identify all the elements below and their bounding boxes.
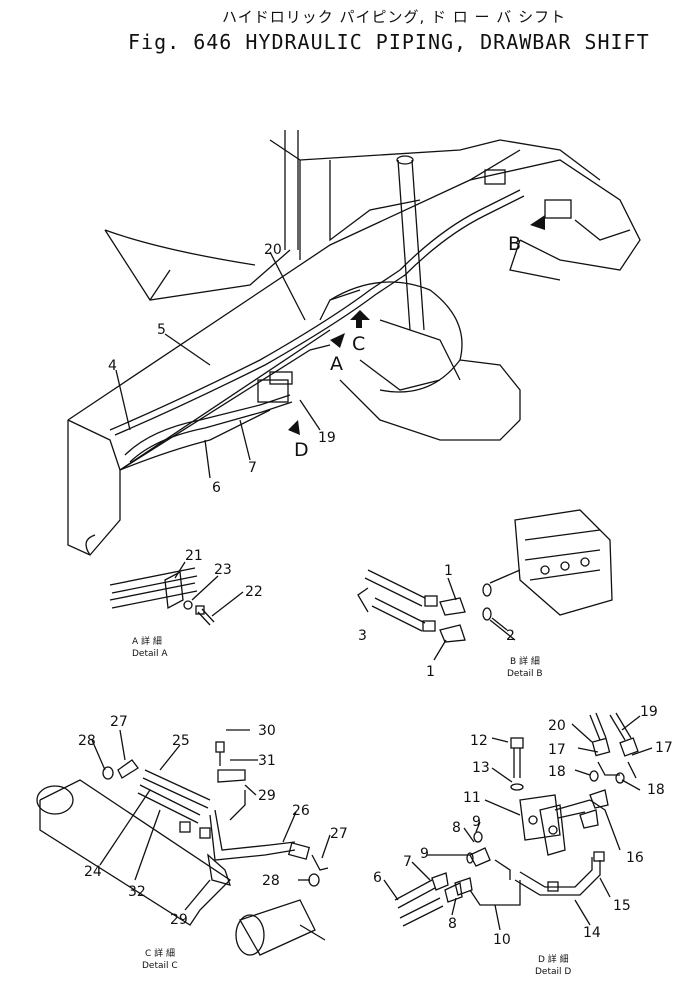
callout-29-upper: 29 [258,788,276,804]
view-label-a: A [330,353,343,375]
callout-4: 4 [108,358,117,374]
detail-a-caption-jp: A 詳 細 [132,635,162,647]
callout-17-left: 17 [548,742,566,758]
view-label-d: D [294,439,309,461]
callout-18-right: 18 [647,782,665,798]
callout-15: 15 [613,898,631,914]
callout-20: 20 [264,242,282,258]
figure-title-japanese: ハイドロリック パイピング, ド ロ ー バ シフト [222,8,567,26]
callout-1-upper: 1 [444,563,453,579]
view-arrow-d [288,420,300,435]
detail-d-caption-jp: D 詳 細 [538,953,569,965]
callout-24: 24 [84,864,102,880]
view-arrow-c [350,310,370,328]
callout-26: 26 [292,803,310,819]
callout-6-detail: 6 [373,870,382,886]
callout-30: 30 [258,723,276,739]
callout-20-detail: 20 [548,718,566,734]
callout-19: 19 [318,430,336,446]
callout-8-lower: 8 [448,916,457,932]
callout-28-left: 28 [78,733,96,749]
callout-18-left: 18 [548,764,566,780]
callout-2: 2 [506,628,515,644]
callout-10: 10 [493,932,511,948]
callout-25: 25 [172,733,190,749]
callout-9-upper: 9 [472,814,481,830]
callout-22: 22 [245,584,263,600]
callout-8-upper: 8 [452,820,461,836]
detail-c-caption-jp: C 詳 細 [145,947,175,959]
callout-9-lower: 9 [420,846,429,862]
view-arrow-b [530,215,545,230]
callout-21: 21 [185,548,203,564]
callout-29-lower: 29 [170,912,188,928]
callout-31: 31 [258,753,276,769]
callout-16: 16 [626,850,644,866]
detail-b-caption: Detail B [507,669,543,679]
detail-b-caption-jp: B 詳 細 [510,655,540,667]
detail-d-drawing [383,712,653,931]
view-label-b: B [508,233,521,255]
callout-19-detail: 19 [640,704,658,720]
callout-1-lower: 1 [426,664,435,680]
detail-a-drawing [109,561,244,626]
callout-32: 32 [128,884,146,900]
callout-6: 6 [212,480,221,496]
detail-c-caption: Detail C [142,961,178,971]
callout-14: 14 [583,925,601,941]
figure-title: Fig. 646 HYDRAULIC PIPING, DRAWBAR SHIFT [128,30,650,54]
callout-17-right: 17 [655,740,673,756]
detail-c-drawing [36,729,331,956]
callout-3: 3 [358,628,367,644]
callout-27-right: 27 [330,826,348,842]
callout-7: 7 [248,460,257,476]
view-arrow-a [330,333,345,348]
callout-11: 11 [463,790,481,806]
main-assembly-drawing [67,130,641,556]
detail-b-drawing [357,509,613,661]
callout-27-left: 27 [110,714,128,730]
detail-d-caption: Detail D [535,967,571,977]
callout-7-detail: 7 [403,854,412,870]
callout-28-right: 28 [262,873,280,889]
view-label-c: C [352,333,365,355]
callout-5: 5 [157,322,166,338]
callout-13: 13 [472,760,490,776]
detail-a-caption: Detail A [132,649,168,659]
callout-23: 23 [214,562,232,578]
callout-12: 12 [470,733,488,749]
